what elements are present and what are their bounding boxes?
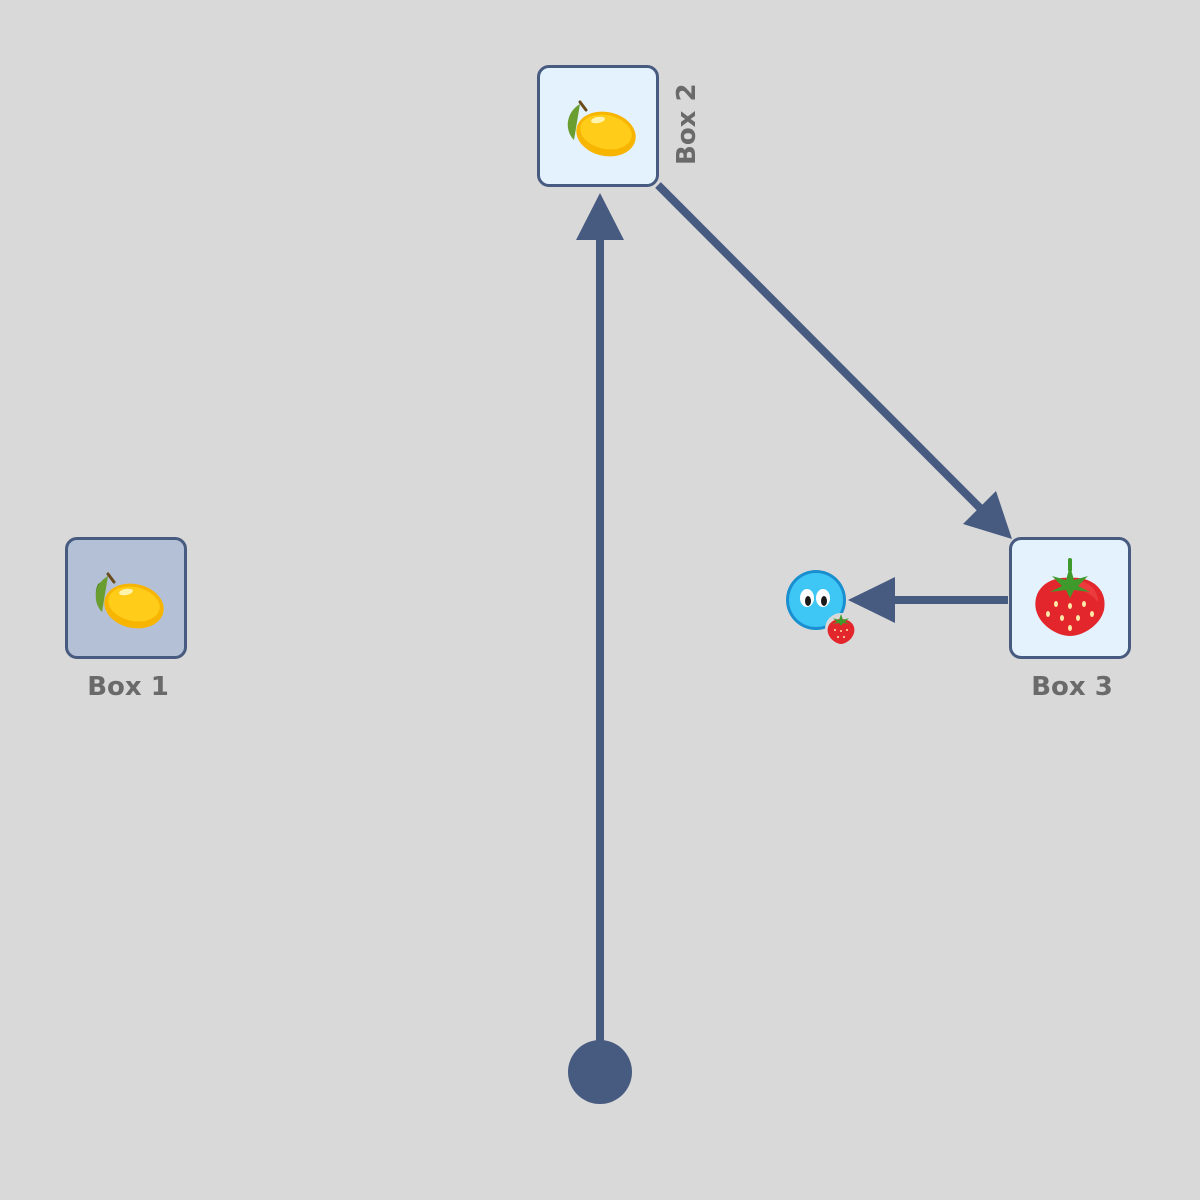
agent[interactable] [780,566,864,650]
carried-strawberry-icon [825,613,857,645]
box-2[interactable] [537,65,659,187]
blue-ball-face-icon [786,570,846,630]
lemon-icon [567,100,636,157]
box-1[interactable] [65,537,187,659]
strawberry-icon [1035,558,1105,636]
arrowhead-to-agent [848,577,895,623]
box-3-label: Box 3 [1031,672,1113,702]
lemon-icon [95,572,164,629]
arrowhead-to-box-3 [963,491,1012,539]
box-1-label: Box 1 [87,672,169,702]
start-dot[interactable] [568,1040,632,1104]
path-box-2-to-box-3 [655,182,985,513]
arrowhead-to-box-2 [576,193,624,240]
box-2-label: Box 2 [672,83,702,165]
box-3[interactable] [1009,537,1131,659]
